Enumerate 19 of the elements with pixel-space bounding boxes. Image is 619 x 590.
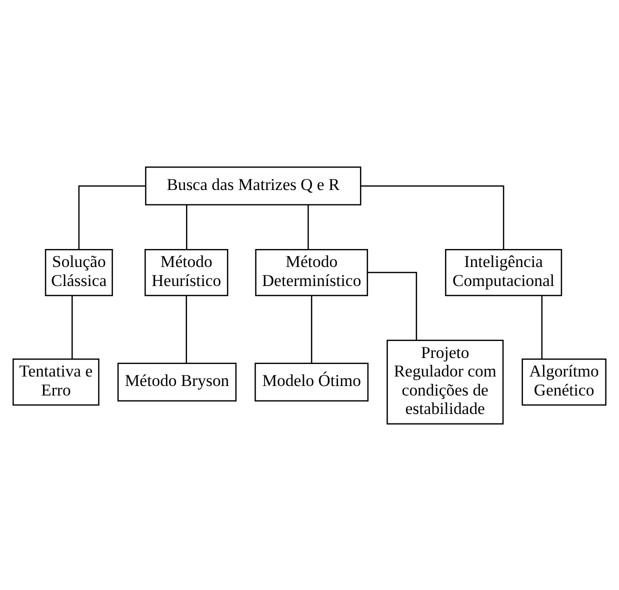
- connector: [72, 295, 73, 358]
- connector: [368, 271, 418, 340]
- node-box: Busca das Matrizes Q e R: [145, 166, 362, 205]
- node-box: Inteligência Computacional: [445, 248, 562, 296]
- connector: [78, 184, 146, 249]
- connector: [310, 295, 312, 363]
- connector: [186, 204, 188, 249]
- node-box: Método Bryson: [117, 362, 237, 401]
- connector: [360, 184, 504, 249]
- connector: [541, 295, 543, 358]
- node-box: Projeto Regulador com condições de estabilidade: [386, 339, 504, 424]
- connector: [186, 295, 188, 363]
- connector: [308, 204, 309, 249]
- node-box: Método Determinístico: [255, 248, 368, 296]
- node-box: Solução Clássica: [44, 248, 113, 296]
- node-box: Método Heurístico: [144, 248, 228, 296]
- node-box: Algorítmo Genético: [522, 358, 606, 406]
- node-box: Modelo Ótimo: [254, 362, 369, 401]
- node-box: Tentativa e Erro: [12, 358, 100, 406]
